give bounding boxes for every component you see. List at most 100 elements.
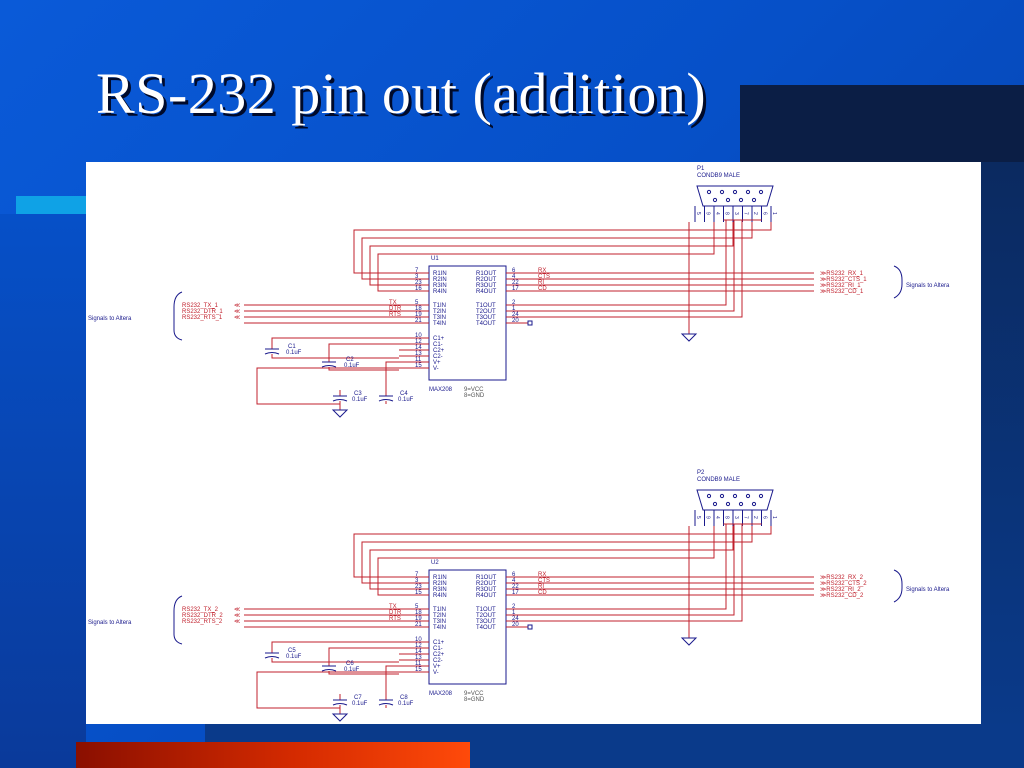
connector-pin-number: 1 — [771, 516, 777, 519]
connector-pin-number: 8 — [724, 212, 730, 215]
net-arrow: ≪ — [234, 607, 240, 613]
signal-label: CD — [538, 286, 547, 292]
net-label: ≫RS232_CTS_2 — [820, 581, 867, 587]
signal-label: CD — [538, 590, 547, 596]
signal-label: TX — [389, 300, 397, 306]
connector-pin-dot — [725, 501, 731, 507]
cap-wire — [271, 641, 399, 653]
cap-wire — [271, 337, 399, 349]
ic-pin-name: T4OUT — [476, 625, 496, 631]
connector-pin-number: 9 — [705, 516, 711, 519]
ic-ground-note: 8=GND — [464, 697, 485, 703]
receiver-loop-wire — [353, 526, 772, 578]
ic-pin-name: V- — [433, 366, 439, 372]
cap-wire — [385, 665, 399, 700]
connector-pin-number: 4 — [714, 516, 720, 519]
connector-pin-number: 7 — [743, 516, 749, 519]
net-arrow: ≪ — [234, 303, 240, 309]
capacitor-value: 0.1uF — [344, 667, 360, 673]
capacitor-plate-bottom — [378, 703, 394, 706]
connector-pin-dot — [758, 189, 764, 195]
connector-pin-number: 1 — [771, 212, 777, 215]
connector-name: CONDB9 MALE — [697, 477, 740, 483]
right-note: Signals to Altera — [906, 587, 950, 593]
ic-part: MAX208 — [429, 387, 453, 393]
ic-pin-number: 17 — [512, 590, 519, 596]
ic-pin-name: T3IN — [433, 315, 446, 321]
connector-pin-number: 5 — [695, 212, 701, 215]
ic-pin-number: 4 — [512, 274, 516, 280]
ic-pin-number: 21 — [415, 318, 422, 324]
ic-pin-name: C2+ — [433, 652, 445, 658]
connector-pin-dot — [712, 197, 718, 203]
ic-pin-name: T2IN — [433, 309, 446, 315]
receiver-loop-wire — [369, 222, 734, 286]
connector-pin-dot — [732, 189, 738, 195]
connector-pin-number: 7 — [743, 212, 749, 215]
net-label: ≫RS232_RI_1 — [820, 283, 861, 289]
ic-pin-number: 15 — [415, 363, 422, 369]
ic-pin-number: 22 — [512, 584, 519, 590]
signal-label: TX — [389, 604, 397, 610]
ic-pin-name: R4OUT — [476, 593, 497, 599]
ic-pin-name: C2+ — [433, 348, 445, 354]
capacitor-value: 0.1uF — [352, 701, 368, 707]
receiver-loop-wire — [377, 222, 715, 292]
capacitor-ref: C7 — [354, 695, 362, 701]
net-arrow: ≪ — [234, 315, 240, 321]
ic-pin-name: C1+ — [433, 336, 445, 342]
net-label: ≫RS232_RX_2 — [820, 575, 864, 581]
ic-pin-number: 24 — [512, 616, 519, 622]
receiver-loop-wire — [377, 526, 715, 596]
capacitor-ref: C6 — [346, 661, 354, 667]
connector-pin-dot — [719, 493, 725, 499]
ic-pin-name: T1OUT — [476, 303, 496, 309]
ic-power-note: 9=VCC — [464, 691, 484, 697]
no-connect-marker — [527, 624, 533, 630]
ic-pin-number: 13 — [415, 351, 422, 357]
ic-pin-name: T2OUT — [476, 309, 496, 315]
ic-pin-number: 21 — [415, 622, 422, 628]
ic-pin-name: R3IN — [433, 587, 447, 593]
connector-pin-dot — [706, 493, 712, 499]
ic-pin-number: 7 — [415, 572, 419, 578]
driver-output-wire — [506, 219, 743, 312]
ic-ground-note: 8=GND — [464, 393, 485, 399]
ic-pin-name: R4OUT — [476, 289, 497, 295]
connector-pin-dot — [738, 197, 744, 203]
ic-pin-name: R3OUT — [476, 283, 497, 289]
capacitor-value: 0.1uF — [352, 397, 368, 403]
driver-output-wire — [506, 219, 743, 318]
right-brace — [893, 265, 903, 299]
net-label: RS232_RTS_1 — [182, 315, 223, 321]
ic-pin-name: R2IN — [433, 581, 447, 587]
connector-pin-number: 2 — [752, 212, 758, 215]
signal-label: DTR — [389, 610, 402, 616]
connector-pin-dot — [712, 501, 718, 507]
signal-label: RX — [538, 572, 546, 578]
net-label: ≫RS232_RX_1 — [820, 271, 864, 277]
driver-output-wire — [506, 219, 762, 306]
driver-output-wire — [506, 523, 743, 616]
ic-pin-number: 7 — [415, 268, 419, 274]
cap-wire — [328, 647, 399, 666]
ic-pin-name: T3OUT — [476, 315, 496, 321]
ic-pin-name: R4IN — [433, 289, 447, 295]
ic-pin-name: R2IN — [433, 277, 447, 283]
ic-pin-number: 2 — [512, 300, 516, 306]
ic-pin-name: T4IN — [433, 625, 446, 631]
ic-pin-number: 4 — [512, 578, 516, 584]
ic-pin-name: R3OUT — [476, 587, 497, 593]
left-brace — [173, 291, 183, 341]
connector-pin-number: 6 — [762, 212, 768, 215]
connector-ref: P2 — [697, 470, 705, 476]
ic-pin-name: V- — [433, 670, 439, 676]
ic-pin-name: R1OUT — [476, 271, 497, 277]
title-dark-band — [740, 85, 1024, 162]
ic-pin-number: 23 — [415, 280, 422, 286]
ic-pin-number: 3 — [415, 274, 419, 280]
ic-pin-number: 2 — [512, 604, 516, 610]
